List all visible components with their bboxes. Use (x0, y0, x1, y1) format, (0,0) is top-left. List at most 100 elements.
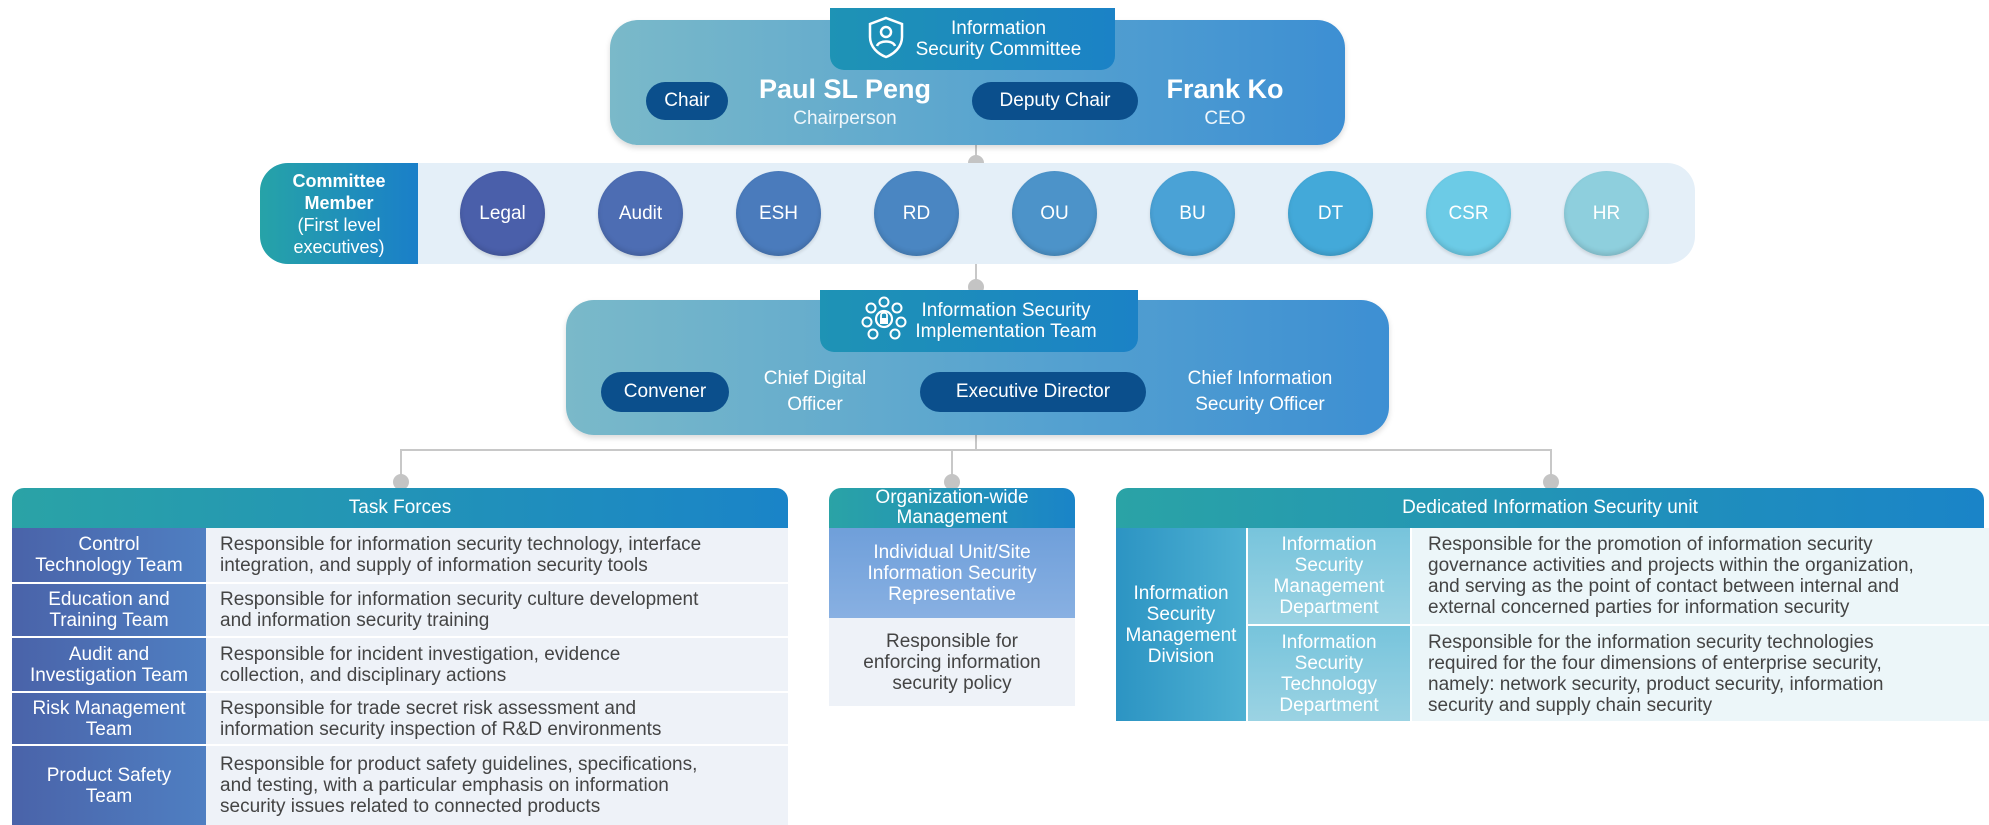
security-management-department-desc: Responsible for the promotion of informa… (1412, 528, 1989, 624)
division-line3: Management (1125, 624, 1237, 646)
task-force-name-line: Control (78, 534, 140, 555)
task-force-name-line: Team (85, 718, 133, 740)
dept2-line2: Security (1294, 652, 1364, 674)
task-force-name-line: Risk Management (32, 697, 186, 719)
member-circle-hr: HR (1564, 171, 1649, 256)
member-label-line4: executives) (293, 236, 385, 257)
security-management-department: Information Security Management Departme… (1248, 528, 1410, 624)
connector-drop-dedicated (1550, 449, 1552, 483)
member-circle-csr: CSR (1426, 171, 1511, 256)
dept1-line1: Information (1281, 534, 1377, 555)
dept1-desc-line2: governance activities and projects withi… (1428, 555, 1914, 576)
dept2-desc-line1: Responsible for the information security… (1428, 631, 1874, 653)
connector-dot (393, 474, 409, 490)
connector-drop-taskforces (400, 449, 402, 483)
executive-director-role: Chief Information Security Officer (1160, 366, 1360, 418)
member-circle-bu: BU (1150, 171, 1235, 256)
site-representative-cell: Individual Unit/Site Information Securit… (829, 528, 1075, 618)
task-force-desc-line: information security inspection of R&D e… (220, 718, 662, 740)
committee-title-line1: Information (950, 18, 1047, 39)
security-management-division: Information Security Management Division (1116, 528, 1246, 721)
connector-dot (1543, 474, 1559, 490)
task-force-description: Responsible for trade secret risk assess… (206, 693, 788, 744)
dedicated-unit-header: Dedicated Information Security unit (1116, 488, 1984, 528)
task-force-desc-line: integration, and supply of information s… (220, 555, 648, 576)
dept1-desc-line3: and serving as the point of contact betw… (1428, 576, 1900, 597)
chair-name: Paul SL Peng (758, 74, 932, 104)
dept1-line4: Department (1279, 597, 1379, 618)
committee-title-tab: Information Security Committee (830, 8, 1115, 70)
task-force-desc-line: security issues related to connected pro… (220, 796, 601, 817)
rep-line3: Representative (888, 583, 1016, 605)
task-force-desc-line: Responsible for trade secret risk assess… (220, 697, 637, 719)
committee-member-label: Committee Member (First level executives… (260, 163, 418, 264)
division-line4: Division (1147, 645, 1215, 667)
member-circle-rd: RD (874, 171, 959, 256)
convener-role-line2: Officer (787, 394, 843, 415)
member-label-line1: Committee (292, 170, 386, 191)
org-desc-line2: enforcing information (863, 651, 1041, 673)
connector-dot (944, 474, 960, 490)
task-force-name-line: Audit and (68, 643, 150, 665)
org-wide-header: Organization-wide Management (829, 488, 1075, 528)
division-line2: Security (1146, 603, 1216, 625)
org-desc-line1: Responsible for (885, 630, 1019, 652)
task-force-name-line: Product Safety (46, 764, 172, 786)
member-circle-audit: Audit (598, 171, 683, 256)
task-force-desc-line: collection, and disciplinary actions (220, 664, 507, 686)
task-force-desc-line: Responsible for information security tec… (220, 534, 702, 555)
task-force-name-line: Investigation Team (29, 664, 189, 686)
chair-title: Chairperson (793, 108, 897, 129)
org-wide-title-line2: Management (896, 507, 1008, 528)
task-force-description: Responsible for information security cul… (206, 584, 788, 636)
security-technology-department-desc: Responsible for the information security… (1412, 626, 1989, 721)
connector-horizontal (400, 449, 1552, 451)
dept2-desc-line4: security and supply chain security (1428, 694, 1713, 716)
dept2-line1: Information (1281, 631, 1377, 653)
task-force-description: Responsible for incident investigation, … (206, 638, 788, 691)
shield-person-icon (864, 15, 908, 64)
site-representative-desc: Responsible for enforcing information se… (829, 618, 1075, 706)
implementation-title-line2: Implementation Team (915, 321, 1097, 342)
deputy-chair-label: Deputy Chair (972, 82, 1138, 120)
task-force-name-line: Technology Team (35, 555, 183, 576)
task-force-desc-line: Responsible for incident investigation, … (220, 643, 621, 665)
exec-role-line2: Security Officer (1195, 394, 1325, 415)
connector-members-implementation (975, 262, 977, 292)
security-technology-department: Information Security Technology Departme… (1248, 626, 1410, 721)
member-label-line2: Member (304, 192, 374, 213)
convener-label: Convener (601, 372, 729, 412)
dept2-line3: Technology (1280, 673, 1378, 695)
connector-implementation-sections (975, 435, 977, 450)
dept1-desc-line4: external concerned parties for informati… (1428, 597, 1850, 618)
org-wide-title-line1: Organization-wide (875, 487, 1029, 508)
implementation-title-line1: Information Security (921, 300, 1091, 321)
task-forces-header: Task Forces (12, 488, 788, 528)
dept2-desc-line3: namely: network security, product securi… (1428, 673, 1884, 695)
task-force-desc-line: Responsible for information security cul… (220, 589, 699, 610)
dept1-desc-line1: Responsible for the promotion of informa… (1428, 534, 1873, 555)
task-force-desc-line: and information security training (220, 610, 490, 631)
member-label-line3: (First level (297, 214, 381, 235)
connector-drop-orgwide (951, 449, 953, 483)
dept1-line2: Security (1294, 555, 1364, 576)
division-line1: Information (1133, 582, 1229, 604)
member-circle-legal: Legal (460, 171, 545, 256)
member-circle-ou: OU (1012, 171, 1097, 256)
rep-line2: Information Security (867, 562, 1037, 584)
convener-role: Chief Digital Officer (740, 366, 890, 418)
task-force-name-line: Team (85, 785, 133, 807)
network-lock-icon (861, 296, 907, 347)
task-force-name-line: Training Team (49, 610, 169, 631)
task-force-desc-line: Responsible for product safety guideline… (220, 754, 698, 775)
dept1-line3: Management (1273, 576, 1385, 597)
task-force-description: Responsible for product safety guideline… (206, 746, 788, 825)
